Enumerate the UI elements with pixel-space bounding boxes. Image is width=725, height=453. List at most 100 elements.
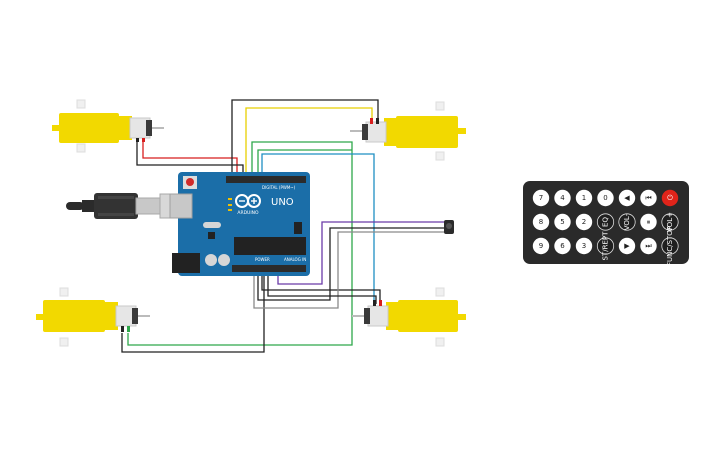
remote-button-label: 2: [582, 218, 586, 226]
remote-button-grid: 7 4 1 0 ◀ ⏮ ⏻ 8 5 2 EQ VOL- ⏸ VOL+ 9 6 3 ST/REPT ▶ ⏭ FUNC/ST…: [532, 189, 679, 266]
remote-button-face[interactable]: [661, 237, 679, 255]
remote-button-face[interactable]: [596, 237, 615, 255]
motor-bottom-right[interactable]: [352, 287, 466, 347]
capacitor-1: [205, 254, 217, 266]
remote-button-face[interactable]: [661, 189, 679, 207]
remote-button-face[interactable]: [618, 213, 636, 231]
remote-button-10[interactable]: EQ: [596, 213, 615, 231]
remote-button-label: 1: [582, 194, 586, 202]
wire-black-ir-ground[interactable]: [257, 227, 448, 301]
remote-button-11[interactable]: VOL-: [618, 213, 636, 231]
reset-button-core[interactable]: [186, 178, 194, 186]
remote-button-face[interactable]: [597, 189, 614, 207]
remote-button-face[interactable]: [575, 189, 593, 207]
remote-button-12[interactable]: ⏸: [640, 213, 657, 231]
motor-top-left[interactable]: [52, 99, 164, 153]
remote-button-label: EQ: [602, 217, 610, 227]
digital-header[interactable]: [226, 176, 306, 183]
remote-button-face[interactable]: [575, 237, 593, 255]
arduino-uno-board[interactable]: ARDUINO UNO DIGITAL (PWM~) POWER ANALOG …: [169, 172, 310, 276]
wire-grey-ir-power[interactable]: [253, 231, 448, 309]
remote-button-face[interactable]: [554, 213, 571, 231]
remote-button-2[interactable]: 1: [575, 189, 593, 207]
remote-button-face[interactable]: [532, 237, 550, 255]
icsp-header: [294, 222, 302, 234]
remote-button-label: 8: [539, 218, 543, 226]
remote-button-15[interactable]: 6: [554, 237, 571, 255]
remote-button-label: 9: [539, 242, 543, 250]
remote-button-face[interactable]: [661, 213, 679, 231]
usb-cable[interactable]: [66, 193, 181, 219]
remote-button-face[interactable]: [640, 189, 657, 207]
remote-button-9[interactable]: 2: [575, 213, 593, 231]
remote-button-face[interactable]: [618, 237, 636, 255]
remote-button-14[interactable]: 9: [532, 237, 550, 255]
wire-black-top-right-motor[interactable]: [231, 99, 379, 178]
remote-button-face[interactable]: [554, 189, 571, 207]
power-header-label: POWER: [255, 257, 270, 262]
remote-button-label: ⏭: [645, 242, 652, 250]
remote-button-18[interactable]: ▶: [618, 237, 636, 255]
atmega-chip: [234, 237, 306, 255]
remote-button-face[interactable]: [640, 213, 657, 231]
remote-button-6[interactable]: ⏻: [661, 189, 679, 207]
remote-button-label: VOL+: [666, 212, 674, 232]
ir-receiver[interactable]: [444, 220, 454, 234]
remote-button-17[interactable]: ST/REPT: [596, 231, 615, 261]
crystal: [203, 222, 221, 228]
wire-red-top-left-motor[interactable]: [142, 140, 238, 178]
remote-button-20[interactable]: FUNC/STOP: [661, 226, 679, 266]
remote-button-label: VOL-: [623, 213, 631, 230]
remote-button-label: 7: [539, 194, 543, 202]
wire-green-left-bottom-motor[interactable]: [127, 141, 353, 346]
remote-button-label: 6: [560, 242, 565, 250]
remote-button-3[interactable]: 0: [597, 189, 614, 207]
remote-button-face[interactable]: [532, 213, 550, 231]
remote-button-label: FUNC/STOP: [666, 226, 674, 266]
remote-button-face[interactable]: [640, 237, 657, 255]
power-jack[interactable]: [172, 253, 200, 273]
remote-button-4[interactable]: ◀: [618, 189, 636, 207]
remote-button-19[interactable]: ⏭: [640, 237, 657, 255]
led-l: [228, 198, 232, 200]
board-model-label: UNO: [271, 197, 294, 208]
wire-blue-bottom-right-motor[interactable]: [261, 153, 375, 304]
remote-button-0[interactable]: 7: [532, 189, 550, 207]
wire-black-bottom-left-motor[interactable]: [121, 270, 265, 353]
wire-black-bottom-right-motor[interactable]: [261, 270, 381, 304]
capacitor-2: [218, 254, 230, 266]
remote-button-13[interactable]: VOL+: [661, 212, 679, 232]
ir-remote[interactable]: 7 4 1 0 ◀ ⏮ ⏻ 8 5 2 EQ VOL- ⏸ VOL+ 9 6 3 ST/REPT ▶ ⏭ FUNC/ST…: [523, 181, 689, 266]
wire-black-top-left-motor[interactable]: [136, 140, 244, 178]
remote-button-1[interactable]: 4: [554, 189, 571, 207]
remote-button-5[interactable]: ⏮: [640, 189, 657, 207]
power-analog-header[interactable]: [232, 265, 306, 272]
digital-header-label: DIGITAL (PWM~): [262, 185, 296, 190]
remote-button-label: 4: [560, 194, 565, 202]
motor-bottom-left[interactable]: [36, 287, 150, 347]
wire-green-bottom-right-motor[interactable]: [257, 149, 352, 178]
remote-button-16[interactable]: 3: [575, 237, 593, 255]
arduino-logo: [235, 194, 261, 208]
analog-header-label: ANALOG IN: [284, 257, 306, 262]
remote-button-label: 0: [603, 194, 607, 202]
wire-yellow-top-right-motor[interactable]: [245, 107, 373, 178]
motor-top-right[interactable]: [350, 101, 466, 161]
arduino-logo-text: ARDUINO: [237, 210, 259, 216]
remote-button-label: ST/REPT: [602, 231, 610, 261]
remote-button-7[interactable]: 8: [532, 213, 550, 231]
remote-button-label: ▶: [624, 242, 630, 250]
usb-port[interactable]: [169, 193, 193, 219]
wire-purple-ir-signal[interactable]: [277, 221, 448, 285]
remote-button-label: 3: [582, 242, 586, 250]
remote-button-face[interactable]: [575, 213, 593, 231]
remote-button-face[interactable]: [596, 213, 615, 231]
remote-button-face[interactable]: [618, 189, 636, 207]
remote-button-face[interactable]: [554, 237, 571, 255]
remote-button-label: 5: [560, 218, 564, 226]
remote-button-label: ⏻: [667, 194, 673, 202]
remote-button-label: ⏮: [645, 194, 651, 202]
remote-button-8[interactable]: 5: [554, 213, 571, 231]
remote-button-face[interactable]: [532, 189, 550, 207]
